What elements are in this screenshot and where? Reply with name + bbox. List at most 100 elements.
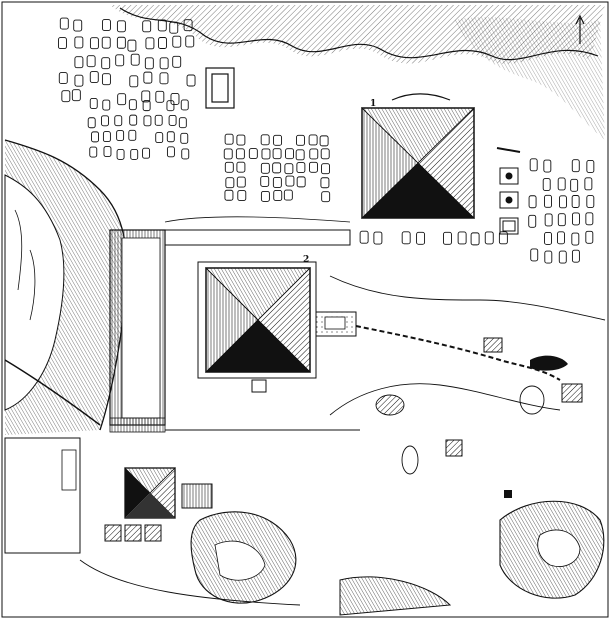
mastaba-tomb bbox=[457, 231, 467, 245]
mastaba-tomb bbox=[528, 214, 537, 228]
mastaba-tomb bbox=[273, 134, 283, 146]
mastaba-tomb bbox=[401, 231, 411, 245]
mastaba-tomb bbox=[71, 89, 81, 102]
mastaba-tomb bbox=[295, 149, 305, 161]
mastaba-tomb bbox=[571, 159, 580, 173]
mastaba-tomb bbox=[586, 195, 595, 209]
small-temple-block bbox=[205, 67, 235, 109]
mastaba-tomb bbox=[224, 161, 234, 173]
mastaba-tomb bbox=[260, 134, 270, 146]
mastaba-tomb bbox=[102, 99, 111, 111]
mastaba-tomb bbox=[260, 190, 270, 202]
mastaba-tomb bbox=[116, 130, 125, 141]
pyramid-2: 2 bbox=[197, 255, 357, 393]
mastaba-tomb bbox=[116, 36, 126, 49]
mastaba-tomb bbox=[181, 148, 190, 160]
mastaba-tomb bbox=[101, 115, 109, 127]
mastaba-tomb bbox=[223, 148, 233, 160]
mastaba-tomb bbox=[285, 148, 294, 160]
sphinx-area bbox=[375, 337, 583, 498]
mastaba-tomb bbox=[484, 231, 494, 245]
mastaba-tomb bbox=[154, 114, 163, 126]
mastaba-tomb bbox=[61, 90, 71, 103]
mastaba-tomb bbox=[180, 132, 189, 144]
mastaba-tomb bbox=[321, 163, 330, 175]
mastaba-tomb bbox=[470, 232, 480, 246]
queens-pyramids bbox=[4, 437, 301, 606]
mastaba-tomb bbox=[115, 54, 125, 67]
mastaba-tomb bbox=[89, 37, 99, 50]
valley-outcrops bbox=[190, 500, 605, 616]
mastaba-tomb bbox=[272, 148, 282, 160]
mastaba-tomb bbox=[584, 177, 593, 191]
mastaba-tomb bbox=[528, 195, 537, 209]
mastaba-tomb bbox=[101, 19, 111, 32]
mastaba-tomb bbox=[571, 195, 580, 208]
mastaba-tomb bbox=[296, 176, 306, 188]
mastaba-tomb bbox=[144, 57, 154, 70]
mastaba-tomb bbox=[272, 162, 282, 174]
mastaba-tomb bbox=[116, 20, 126, 33]
mastaba-tomb bbox=[570, 178, 579, 192]
mastaba-tomb bbox=[319, 135, 329, 147]
mastaba-tomb bbox=[73, 19, 83, 32]
mastaba-tomb bbox=[283, 189, 293, 201]
mastaba-tomb bbox=[544, 194, 552, 208]
mastaba-tomb bbox=[320, 177, 330, 189]
mastaba-tomb bbox=[86, 55, 96, 68]
pyramid-2-label: 2 bbox=[303, 255, 309, 265]
mastaba-tomb bbox=[224, 189, 234, 201]
mastaba-tomb bbox=[543, 159, 552, 173]
mastaba-tomb bbox=[128, 129, 137, 141]
mastaba-tomb bbox=[57, 37, 67, 50]
mastaba-tomb bbox=[272, 177, 282, 188]
mastaba-tomb bbox=[170, 93, 180, 105]
mastaba-tomb bbox=[557, 177, 566, 191]
mastaba-tomb bbox=[178, 117, 187, 129]
mastaba-tomb bbox=[309, 161, 318, 173]
mastaba-tomb bbox=[129, 75, 139, 88]
mastaba-tomb bbox=[559, 195, 567, 209]
mastaba-tomb bbox=[89, 146, 98, 158]
mastaba-tomb bbox=[159, 57, 169, 70]
mastaba-tomb bbox=[359, 230, 369, 244]
mastaba-tomb bbox=[309, 148, 319, 160]
mastaba-tomb bbox=[530, 248, 539, 262]
mastaba-tomb bbox=[74, 36, 84, 49]
mastaba-tomb bbox=[224, 133, 234, 145]
mastaba-tomb bbox=[166, 100, 175, 112]
mastaba-tomb bbox=[180, 99, 189, 111]
mastaba-tomb bbox=[571, 232, 580, 246]
mastaba-tomb bbox=[74, 74, 84, 87]
mastaba-tomb bbox=[237, 190, 247, 201]
mastaba-tomb bbox=[58, 72, 68, 85]
mastaba-tomb bbox=[129, 114, 138, 126]
mastaba-tomb bbox=[557, 213, 566, 227]
mastaba-tomb bbox=[130, 53, 140, 66]
mastaba-tomb bbox=[145, 37, 155, 50]
mastaba-tomb bbox=[529, 158, 538, 172]
mastaba-tomb bbox=[101, 73, 111, 86]
mastaba-tomb bbox=[308, 134, 318, 146]
mastaba-tomb bbox=[169, 21, 179, 34]
eastern-tombs bbox=[496, 147, 521, 235]
mastaba-tomb bbox=[225, 177, 235, 189]
northern-escarpment bbox=[110, 5, 605, 140]
mastaba-tomb bbox=[183, 19, 193, 32]
mastaba-tomb bbox=[236, 176, 246, 188]
mastaba-tomb bbox=[273, 190, 283, 201]
mastaba-tomb bbox=[89, 71, 99, 83]
mastaba-field-west bbox=[57, 17, 196, 160]
mastaba-tomb bbox=[498, 231, 508, 245]
mastaba-tomb bbox=[585, 212, 594, 226]
mastaba-tomb bbox=[103, 146, 112, 157]
mastaba-tomb bbox=[166, 146, 175, 158]
mastaba-tomb bbox=[114, 115, 123, 127]
mastaba-tomb bbox=[166, 131, 175, 143]
mastaba-field-east bbox=[223, 133, 595, 264]
mastaba-tomb bbox=[571, 249, 580, 263]
mastaba-tomb bbox=[158, 37, 167, 49]
mastaba-tomb bbox=[155, 90, 165, 103]
mastaba-tomb bbox=[117, 93, 127, 106]
mastaba-tomb bbox=[261, 148, 271, 160]
